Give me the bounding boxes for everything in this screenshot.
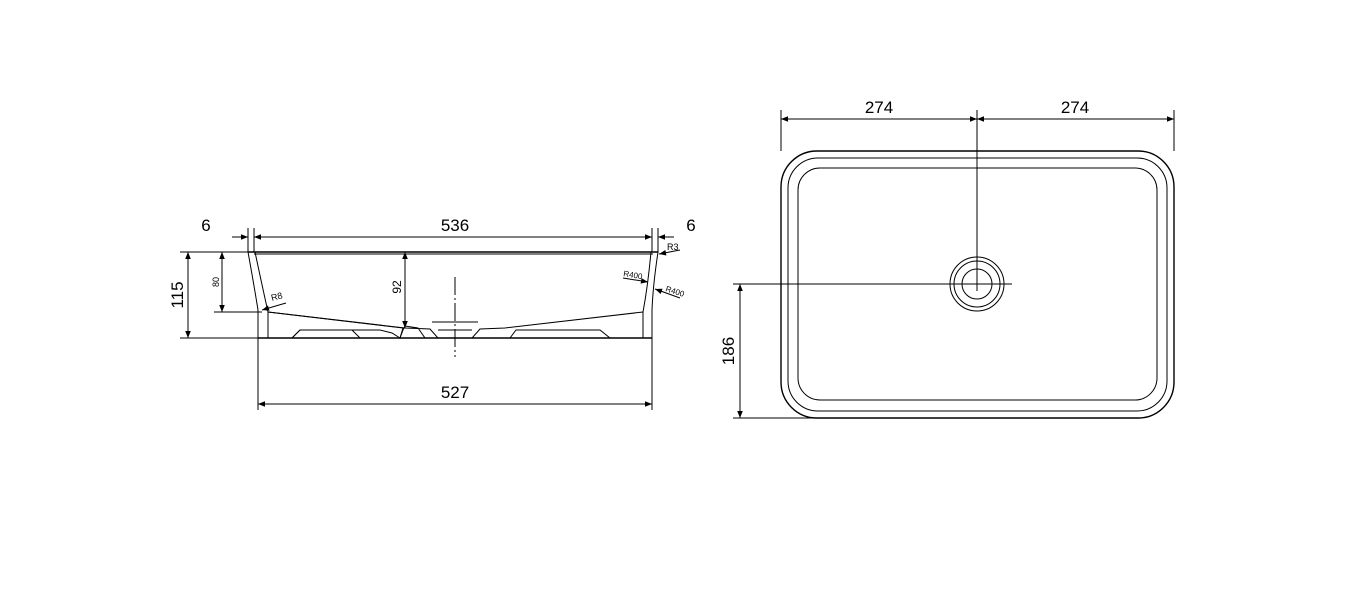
radius-r400-inner-label: R400	[623, 269, 644, 281]
side-section-view: 6 536 6 115 80 92 527 R8 R3 R400 R400	[168, 216, 696, 410]
dim-wall-right-label: 6	[686, 216, 695, 235]
radius-r400-outer-label: R400	[664, 284, 685, 299]
dim-half-width-right-label: 274	[1061, 98, 1089, 117]
dim-depth-label: 92	[390, 280, 404, 294]
dim-base-width-label: 527	[441, 383, 469, 402]
right-wall-section	[642, 251, 659, 339]
radius-r8-label: R8	[270, 290, 284, 303]
dim-wall-left-label: 6	[201, 216, 210, 235]
left-wall-section	[247, 251, 269, 339]
dim-inner-width-label: 536	[441, 216, 469, 235]
radius-r3-label: R3	[667, 242, 679, 252]
dim-drain-offset-label: 186	[719, 337, 738, 365]
floor-left-section	[267, 311, 440, 339]
dim-total-height-label: 115	[168, 281, 187, 308]
floor-right-section	[470, 311, 644, 339]
dim-half-width-left-label: 274	[865, 98, 893, 117]
dim-wall-height-label: 80	[211, 277, 221, 287]
top-plan-view: 274 274 186	[719, 98, 1175, 419]
